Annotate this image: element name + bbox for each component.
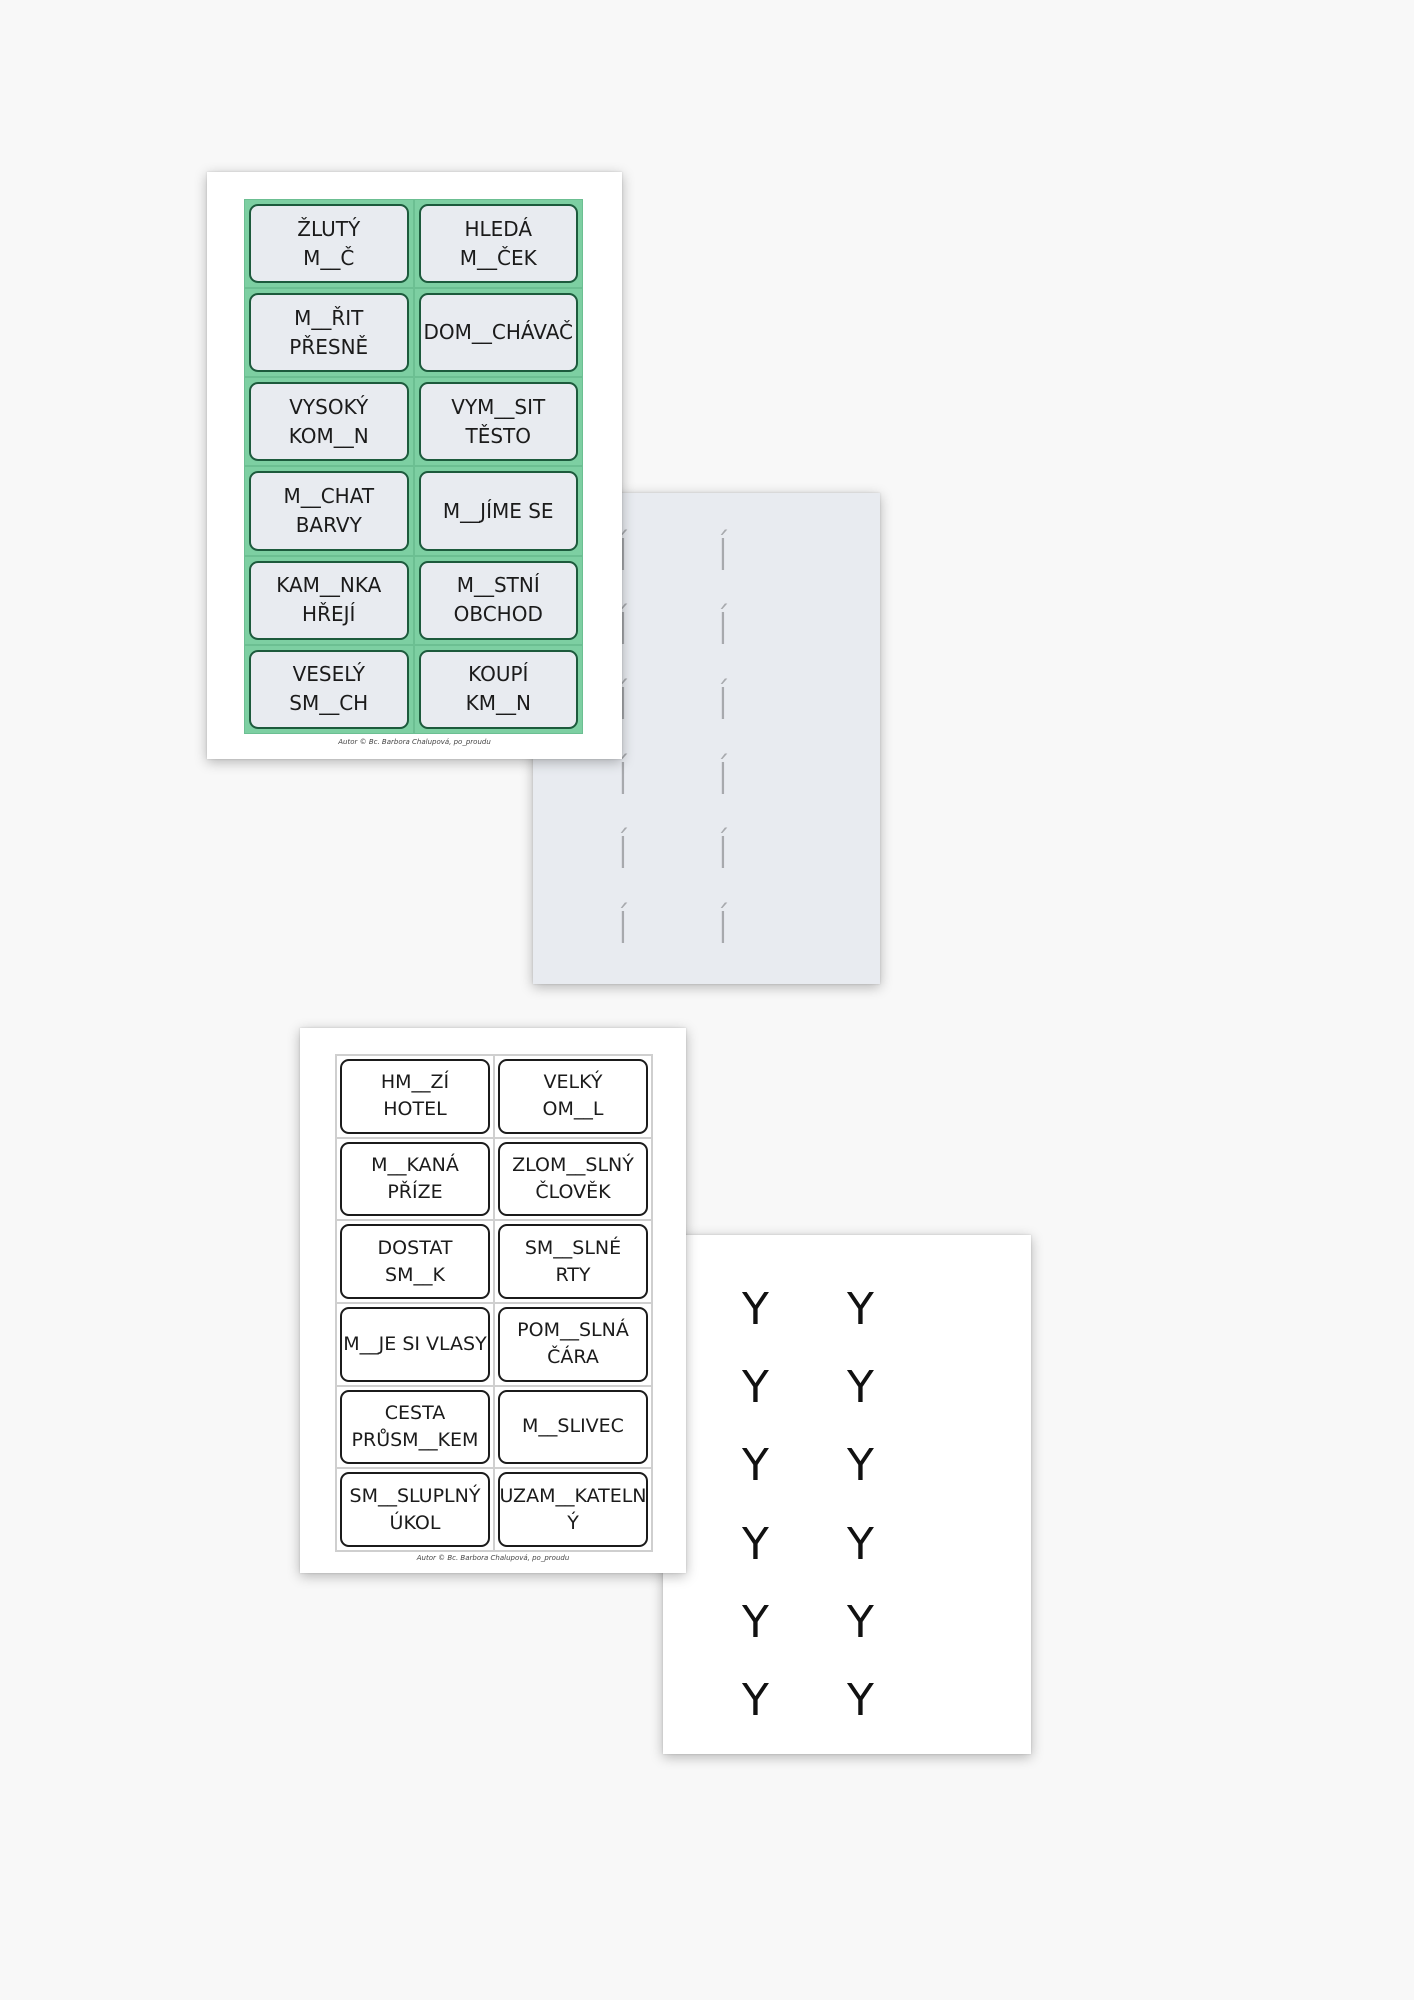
- back-letter: Y: [742, 1283, 769, 1335]
- word-card: VYSOKÝ KOM__N: [249, 382, 409, 462]
- card-cell: KOUPÍ KM__N: [413, 644, 583, 734]
- card-cell: M__SLIVEC: [494, 1385, 652, 1469]
- card-cell: HLEDÁ M__ČEK: [413, 199, 583, 289]
- back-letter: Y: [847, 1440, 874, 1492]
- back-letter: Í: [716, 679, 730, 731]
- back-letter: Í: [716, 753, 730, 805]
- word-card: M__STNÍ OBCHOD: [418, 560, 578, 640]
- card-cell: M__CHAT BARVY: [244, 466, 414, 556]
- word-card: M__JE SI VLASY: [340, 1306, 490, 1382]
- back-letter: Y: [742, 1518, 769, 1570]
- back-letter: Y: [847, 1675, 874, 1727]
- back-letter: Í: [616, 903, 630, 955]
- card-cell: VYM__SIT TĚSTO: [413, 377, 583, 467]
- word-card: DOSTAT SM__K: [340, 1224, 490, 1299]
- word-card: KOUPÍ KM__N: [418, 649, 578, 729]
- word-card: UZAM__KATELN Ý: [498, 1472, 648, 1547]
- card-cell: M__JE SI VLASY: [336, 1302, 494, 1386]
- word-card: ŽLUTÝ M__Č: [249, 204, 409, 284]
- card-cell: UZAM__KATELN Ý: [494, 1468, 652, 1551]
- back-letter: Í: [716, 604, 730, 656]
- card-cell: M__ŘIT PŘESNĚ: [244, 288, 414, 378]
- back-letter: Í: [616, 753, 630, 805]
- word-card: DOM__CHÁVAČ: [418, 293, 578, 373]
- card-cell: CESTA PRŮSM__KEM: [336, 1385, 494, 1469]
- back-letter: Í: [616, 828, 630, 880]
- back-letter: Y: [742, 1675, 769, 1727]
- word-card: VYM__SIT TĚSTO: [418, 382, 578, 462]
- back-letter: Y: [847, 1283, 874, 1335]
- back-letter: Y: [847, 1596, 874, 1648]
- back-letter: Í: [716, 529, 730, 581]
- card-cell: M__JÍME SE: [413, 466, 583, 556]
- word-card: M__JÍME SE: [418, 471, 578, 551]
- card-cell: ZLOM__SLNÝ ČLOVĚK: [494, 1137, 652, 1221]
- word-card: POM__SLNÁ ČÁRA: [498, 1306, 648, 1382]
- word-card: VELKÝ OM__L: [498, 1059, 648, 1134]
- word-card: HLEDÁ M__ČEK: [418, 204, 578, 284]
- word-card: KAM__NKA HŘEJÍ: [249, 560, 409, 640]
- card-cell: ŽLUTÝ M__Č: [244, 199, 414, 289]
- author-footer: Autor © Bc. Barbora Chalupová, po_proudu: [416, 1554, 570, 1562]
- word-card: M__ŘIT PŘESNĚ: [249, 293, 409, 373]
- card-cell: SM__SLUPLNÝ ÚKOL: [336, 1468, 494, 1551]
- back-letter: Y: [742, 1596, 769, 1648]
- card-cell: M__STNÍ OBCHOD: [413, 555, 583, 645]
- card-cell: POM__SLNÁ ČÁRA: [494, 1302, 652, 1386]
- word-card: SM__SLNÉ RTY: [498, 1224, 648, 1299]
- card-cell: DOM__CHÁVAČ: [413, 288, 583, 378]
- back-letter: Y: [742, 1440, 769, 1492]
- word-card: HM__ZÍ HOTEL: [340, 1059, 490, 1134]
- word-card: M__CHAT BARVY: [249, 471, 409, 551]
- back-letter: Y: [847, 1361, 874, 1413]
- word-card: M__KANÁ PŘÍZE: [340, 1141, 490, 1217]
- card-cell: VELKÝ OM__L: [494, 1055, 652, 1138]
- word-card: CESTA PRŮSM__KEM: [340, 1389, 490, 1465]
- card-cell: VYSOKÝ KOM__N: [244, 377, 414, 467]
- back-letter: Í: [716, 828, 730, 880]
- card-cell: M__KANÁ PŘÍZE: [336, 1137, 494, 1221]
- card-cell: VESELÝ SM__CH: [244, 644, 414, 734]
- author-footer: Autor © Bc. Barbora Chalupová, po_proudu: [338, 738, 491, 746]
- card-cell: HM__ZÍ HOTEL: [336, 1055, 494, 1138]
- back-letter: Í: [716, 903, 730, 955]
- card-cell: DOSTAT SM__K: [336, 1220, 494, 1303]
- word-card: SM__SLUPLNÝ ÚKOL: [340, 1472, 490, 1547]
- card-cell: KAM__NKA HŘEJÍ: [244, 555, 414, 645]
- word-card: ZLOM__SLNÝ ČLOVĚK: [498, 1141, 648, 1217]
- word-card: M__SLIVEC: [498, 1389, 648, 1465]
- word-card: VESELÝ SM__CH: [249, 649, 409, 729]
- back-letter: Y: [742, 1361, 769, 1413]
- card-cell: SM__SLNÉ RTY: [494, 1220, 652, 1303]
- back-letter: Y: [847, 1518, 874, 1570]
